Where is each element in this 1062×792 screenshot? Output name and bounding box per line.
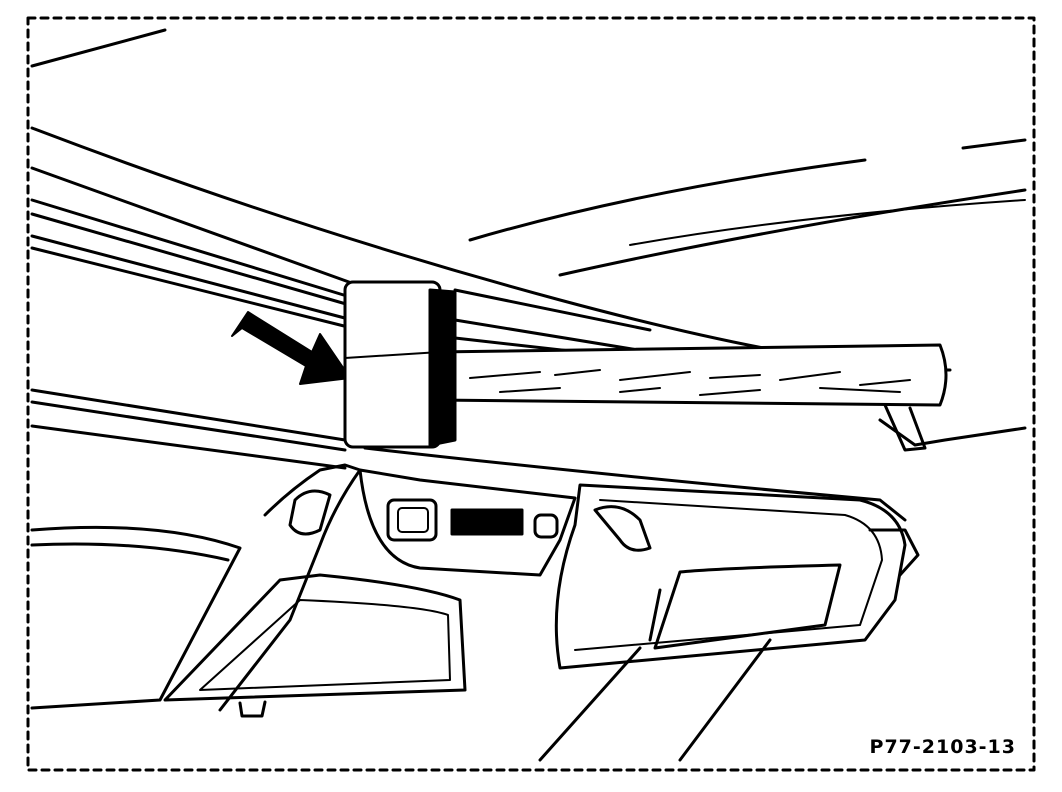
overhead-console [358, 468, 577, 577]
sun-visor-right [538, 483, 920, 762]
hammer-handle [433, 343, 948, 407]
lower-trim [30, 388, 1027, 522]
windshield-frame [30, 166, 652, 362]
roof-headliner [30, 28, 1027, 372]
sun-visor-left [30, 463, 362, 712]
interior-mirror [163, 573, 467, 718]
figure-reference-code: P77-2103-13 [869, 736, 1016, 758]
hammer [343, 280, 948, 452]
dashed-border [26, 16, 1036, 772]
hammer-head [343, 280, 442, 449]
